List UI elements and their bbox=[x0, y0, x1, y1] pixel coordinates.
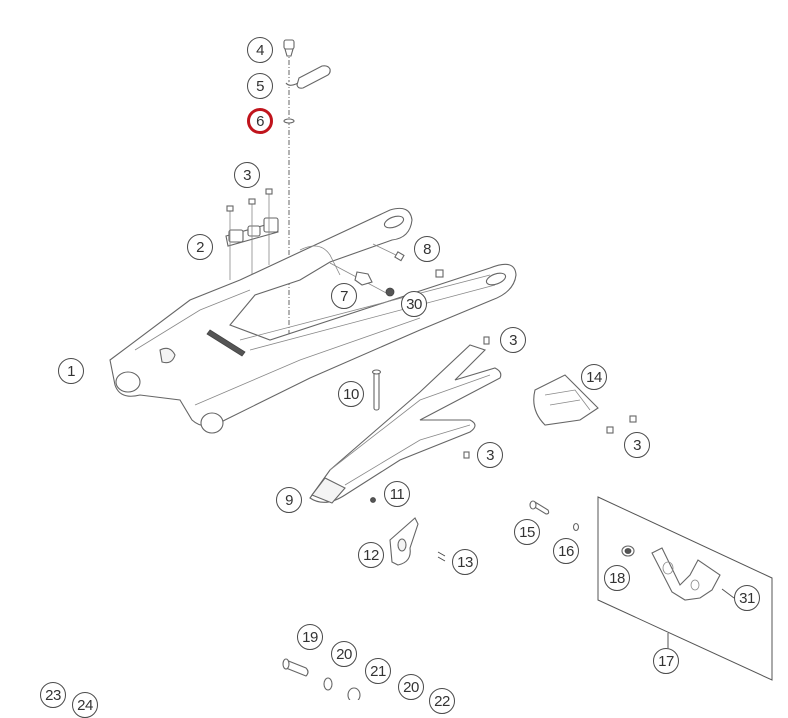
adjuster-part-7 bbox=[329, 262, 391, 296]
callout-13[interactable]: 13 bbox=[452, 549, 478, 575]
callout-23[interactable]: 23 bbox=[40, 682, 66, 708]
screw-part-3c-a bbox=[606, 426, 614, 434]
screw-part-3b bbox=[483, 336, 490, 345]
callout-20[interactable]: 20 bbox=[331, 641, 357, 667]
seal-part-20a bbox=[323, 677, 333, 691]
callout-5[interactable]: 5 bbox=[247, 73, 273, 99]
bushing-part-19 bbox=[282, 658, 309, 677]
callout-16[interactable]: 16 bbox=[553, 538, 579, 564]
callout-30[interactable]: 30 bbox=[401, 291, 427, 317]
screws-part-13 bbox=[437, 551, 446, 562]
callout-17[interactable]: 17 bbox=[653, 648, 679, 674]
callout-19[interactable]: 19 bbox=[297, 624, 323, 650]
callout-18[interactable]: 18 bbox=[604, 565, 630, 591]
callout-31[interactable]: 31 bbox=[734, 585, 760, 611]
screw-part-3d bbox=[463, 451, 470, 459]
bearing-part-18 bbox=[621, 545, 635, 557]
chain-slider-part-2 bbox=[225, 188, 279, 280]
callout-3[interactable]: 3 bbox=[500, 327, 526, 353]
callout-1[interactable]: 1 bbox=[58, 358, 84, 384]
callout-15[interactable]: 15 bbox=[514, 519, 540, 545]
slider-part-31 bbox=[651, 547, 721, 601]
callout-10[interactable]: 10 bbox=[338, 381, 364, 407]
callout-3[interactable]: 3 bbox=[624, 432, 650, 458]
callout-14[interactable]: 14 bbox=[581, 364, 607, 390]
callout-11[interactable]: 11 bbox=[384, 481, 410, 507]
nut-part-30 bbox=[385, 287, 395, 297]
chain-guide-part-9 bbox=[309, 344, 502, 504]
guard-part-14 bbox=[533, 374, 599, 426]
callout-8[interactable]: 8 bbox=[414, 236, 440, 262]
pin-part-5 bbox=[285, 65, 331, 89]
bolt-part-15 bbox=[529, 500, 550, 515]
kit-box-part-17 bbox=[597, 496, 773, 681]
callout-9[interactable]: 9 bbox=[276, 487, 302, 513]
callout-7[interactable]: 7 bbox=[331, 283, 357, 309]
callout-12[interactable]: 12 bbox=[358, 542, 384, 568]
callout-6-selected[interactable]: 6 bbox=[247, 108, 273, 134]
swingarm-part-1 bbox=[109, 207, 517, 434]
nut-part-11 bbox=[370, 497, 376, 503]
callout-20[interactable]: 20 bbox=[398, 674, 424, 700]
washer-part-6 bbox=[283, 118, 295, 124]
screw-part-3c-b bbox=[629, 415, 637, 423]
pin-part-10 bbox=[371, 369, 382, 411]
bracket-part-12 bbox=[389, 517, 419, 566]
callout-2[interactable]: 2 bbox=[187, 234, 213, 260]
callout-4[interactable]: 4 bbox=[247, 37, 273, 63]
callout-3[interactable]: 3 bbox=[477, 442, 503, 468]
bolt-on-swingarm bbox=[435, 269, 444, 278]
bolt-part-8 bbox=[372, 243, 405, 262]
callout-21[interactable]: 21 bbox=[365, 658, 391, 684]
parts-drawing bbox=[109, 39, 773, 703]
exploded-parts-diagram: 4 5 6 3 2 8 7 30 3 1 14 10 3 3 9 11 15 1… bbox=[40, 37, 773, 718]
callout-22[interactable]: 22 bbox=[429, 688, 455, 714]
callout-24[interactable]: 24 bbox=[72, 692, 98, 718]
bearing-part-21 bbox=[347, 687, 361, 703]
washer-part-16 bbox=[572, 522, 580, 532]
bolt-part-4 bbox=[283, 39, 295, 57]
callout-3[interactable]: 3 bbox=[234, 162, 260, 188]
